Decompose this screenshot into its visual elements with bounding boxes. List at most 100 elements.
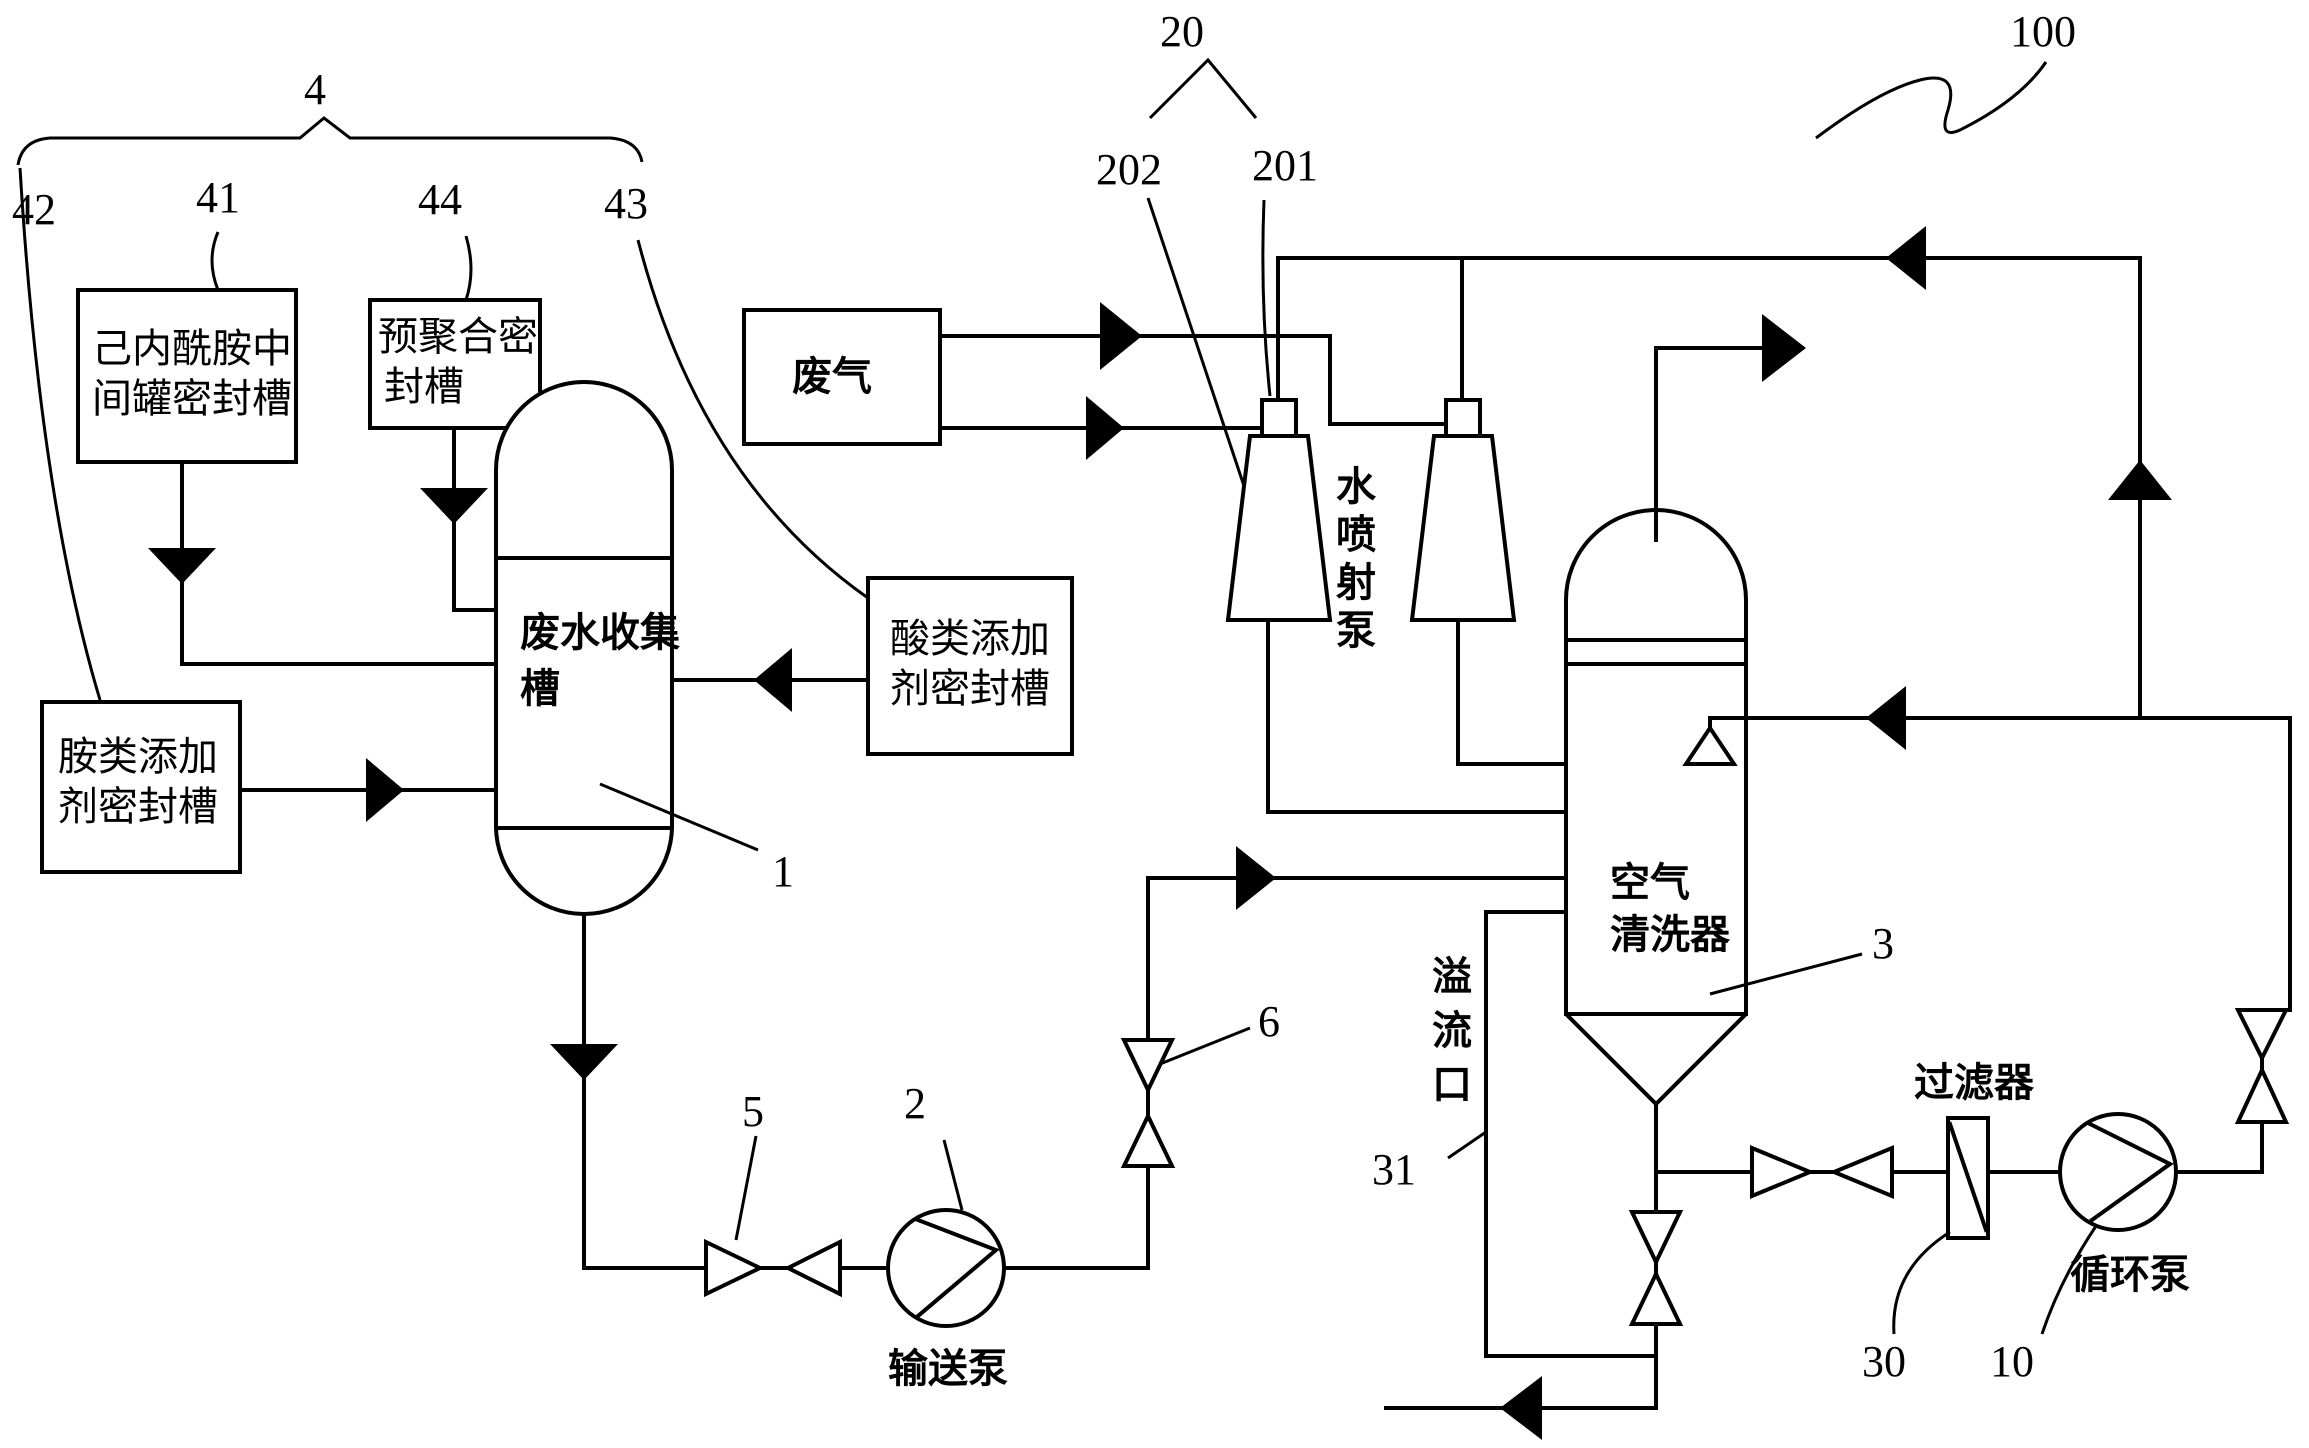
transfer-pump: 2 输送泵: [886, 1079, 1008, 1392]
water-jet-pump-char3: 射: [1336, 560, 1376, 606]
wastewater-tank-line1: 废水收集: [520, 610, 680, 656]
prepolymer-tank: 预聚合密 封槽: [368, 298, 542, 430]
overflow-char1: 溢: [1432, 954, 1472, 1000]
jet-pump-201-nozzle: [1444, 398, 1482, 438]
transfer-pump-label: 输送泵: [888, 1346, 1008, 1392]
caprolactam-feed-arrow: [148, 548, 216, 584]
wastewater-tank: 废水收集 槽 1: [494, 380, 794, 916]
ref-6-label: 6: [1258, 997, 1280, 1046]
air-scrubber-line1: 空气: [1610, 860, 1690, 906]
ref-3-label: 3: [1872, 919, 1894, 968]
header-up-arrow: [2108, 460, 2172, 500]
caprolactam-feed-line: [180, 460, 498, 666]
caprolactam-tank: 己内酰胺中 间罐密封槽: [76, 288, 298, 464]
tank1-outlet-line: [582, 912, 708, 1270]
spray-nozzle: [1682, 724, 1738, 766]
ref-202-label: 202: [1096, 145, 1162, 194]
circulation-valve: [1750, 1145, 1894, 1199]
ref-41-label: 41: [196, 173, 240, 222]
prepolymer-tank-line2: 封槽: [384, 364, 464, 410]
leader-10: [2040, 1225, 2098, 1335]
ref-31-label: 31: [1372, 1145, 1416, 1194]
valve-5: 5: [704, 1087, 842, 1298]
prepolymer-feed-arrow: [420, 488, 488, 524]
wastewater-tank-vessel: [494, 380, 674, 916]
leader-6: [1159, 1026, 1251, 1066]
circulation-pump: 10 循环泵: [1990, 1112, 2190, 1386]
circulation-valve-left: [1750, 1145, 1816, 1199]
ref-20-label: 20: [1160, 7, 1204, 56]
filter-label: 过滤器: [1914, 1060, 2035, 1106]
acid-tank-line1: 酸类添加: [890, 616, 1050, 662]
drain-valve-top: [1628, 1210, 1684, 1267]
scrubber-vent-arrow: [1762, 314, 1806, 382]
pump2-to-valve6-line: [1002, 1164, 1150, 1270]
ref-1-label: 1: [772, 847, 794, 896]
amine-tank-line1: 胺类添加: [58, 734, 218, 780]
filter: 过滤器 30: [1862, 1060, 2035, 1386]
acid-tank-line2: 剂密封槽: [890, 666, 1050, 712]
jet-pump-201-body: [1409, 434, 1517, 622]
water-jet-pump-202: [1225, 398, 1333, 622]
spray-supply-line: [1708, 716, 2292, 1012]
leader-1: [599, 782, 759, 852]
filter-media: [1947, 1121, 1989, 1233]
air-scrubber-line2: 清洗器: [1610, 912, 1731, 958]
ref-5-label: 5: [742, 1087, 764, 1136]
air-scrubber-vessel: [1564, 508, 1748, 1107]
ref-30-label: 30: [1862, 1337, 1906, 1386]
valve-5-right: [783, 1238, 842, 1298]
ref-44-label: 44: [418, 175, 462, 224]
jet-pump-202-nozzle: [1260, 398, 1298, 438]
acid-tank: 酸类添加 剂密封槽: [866, 576, 1074, 756]
transfer-pump-body: [886, 1208, 1006, 1328]
ref-42-label: 42: [12, 185, 56, 234]
reference-annotations: 4 42 41 44 43 20 202 201 100: [12, 7, 2076, 234]
system-100-squiggle: [1815, 61, 2048, 140]
leader-31: [1447, 1130, 1487, 1160]
leader-30: [1892, 1230, 1951, 1335]
waste-gas-source: 废气: [742, 308, 942, 446]
header-return-arrow: [1886, 226, 1926, 290]
ref-100-label: 100: [2010, 7, 2076, 56]
amine-tank: 胺类添加 剂密封槽: [40, 700, 242, 874]
leader-42: [18, 167, 102, 701]
acid-tank-box: [866, 576, 1074, 756]
valve6-to-scrubber-line: [1146, 876, 1568, 1042]
acid-feed-arrow: [754, 648, 792, 712]
caprolactam-tank-line1: 己内酰胺中: [92, 326, 292, 372]
wastewater-tank-line2: 槽: [520, 666, 560, 712]
group-4-brace: [16, 116, 644, 166]
waste-gas-arrow-lower: [1086, 396, 1124, 460]
prepolymer-tank-line1: 预聚合密: [378, 314, 538, 360]
overflow-char2: 流: [1432, 1008, 1472, 1054]
leader-43: [636, 239, 869, 600]
amine-feed-arrow: [366, 758, 404, 822]
pump-to-outlet-valve-line: [2174, 1120, 2264, 1174]
circulation-outlet-valve: [2234, 1008, 2290, 1124]
leader-44: [464, 235, 473, 301]
circulation-pump-impeller: [2087, 1121, 2174, 1223]
valve-6-top: [1120, 1038, 1176, 1095]
prepolymer-tank-box: [368, 298, 542, 430]
spray-supply-arrow: [1866, 686, 1906, 750]
waste-gas-label: 废气: [792, 354, 872, 400]
valve-5-left: [704, 1238, 765, 1298]
caprolactam-tank-line2: 间罐密封槽: [92, 376, 292, 422]
valve-6: 6: [1120, 997, 1280, 1168]
tank1-outlet-arrow: [550, 1044, 618, 1080]
outlet-valve-top: [2234, 1008, 2290, 1063]
prepolymer-feed-line: [452, 426, 498, 612]
water-jet-pump-char2: 喷: [1336, 512, 1376, 558]
overflow-line: [1484, 910, 1658, 1358]
leader-2: [942, 1139, 964, 1211]
ref-4-label: 4: [304, 65, 326, 114]
leader-201: [1261, 199, 1272, 397]
leader-41: [210, 231, 220, 291]
waste-gas-box: [742, 308, 942, 446]
leader-3: [1709, 952, 1863, 996]
drain-outlet-line: [1384, 1322, 1658, 1410]
ref-10-label: 10: [1990, 1337, 2034, 1386]
ref-2-label: 2: [904, 1079, 926, 1128]
